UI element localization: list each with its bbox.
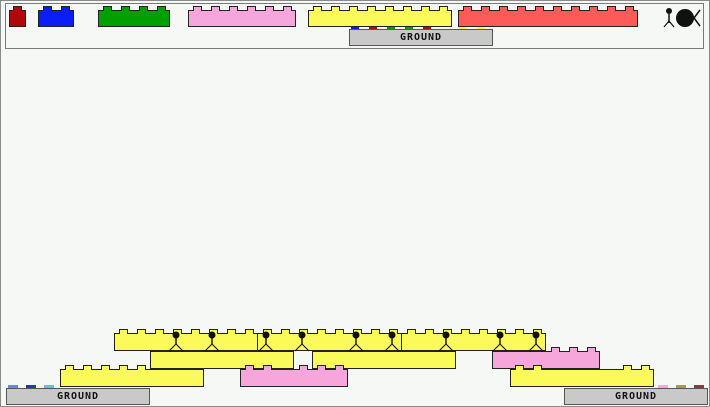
scene-brick-yellow[interactable] (150, 351, 294, 369)
stick-figure-icon[interactable] (348, 330, 364, 352)
scene-brick-pink[interactable] (492, 347, 600, 369)
ground-stud-strip-right (658, 385, 708, 388)
brick-stud (173, 329, 182, 334)
brick-stud (209, 329, 218, 334)
stick-figure-icon[interactable] (294, 330, 310, 352)
stick-figure-icon[interactable] (438, 330, 454, 352)
brick-stud (461, 329, 470, 334)
stick-figure-icon[interactable] (384, 330, 400, 352)
palette-stud-strip (351, 27, 491, 30)
brick-stud (389, 329, 398, 334)
palette-brick-blue[interactable] (38, 6, 74, 27)
brick-stud (281, 329, 290, 334)
brick-palette: GROUND (5, 3, 704, 49)
delete-x-icon[interactable] (686, 7, 702, 29)
scene-brick-yellow[interactable] (312, 351, 456, 369)
wheel-icon[interactable] (674, 7, 696, 29)
scene-brick-yellow[interactable] (114, 329, 546, 351)
stick-figure-icon[interactable] (204, 330, 220, 352)
scene-brick-yellow[interactable] (60, 365, 204, 387)
ground-block-right[interactable]: GROUND (564, 388, 708, 405)
stick-figure-icon[interactable] (492, 330, 508, 352)
brick-stud (407, 329, 416, 334)
brick-divider (401, 333, 402, 351)
brick-stud (191, 329, 200, 334)
stick-figure-icon[interactable] (168, 330, 184, 352)
brick-stud (263, 329, 272, 334)
brick-stud (479, 329, 488, 334)
brick-stud (443, 329, 452, 334)
stick-figure-icon[interactable] (528, 330, 544, 352)
ground-block-left[interactable]: GROUND (6, 388, 150, 405)
ground-stud-strip-left (8, 385, 68, 388)
brick-divider (257, 333, 258, 351)
brick-stud (425, 329, 434, 334)
brick-stud (353, 329, 362, 334)
stick-figure-icon[interactable] (258, 330, 274, 352)
brick-stud (227, 329, 236, 334)
brick-stud (137, 329, 146, 334)
palette-brick-red-long[interactable] (458, 6, 638, 27)
brick-stud (335, 329, 344, 334)
pin-figure-icon[interactable] (662, 7, 676, 29)
scene-brick-pink[interactable] (240, 365, 348, 387)
brick-stud (317, 329, 326, 334)
brick-stud (497, 329, 506, 334)
palette-ground-block[interactable]: GROUND (349, 29, 493, 46)
palette-brick-red[interactable] (9, 6, 26, 27)
brick-stud (119, 329, 128, 334)
brick-stud (155, 329, 164, 334)
brick-stud (515, 329, 524, 334)
brick-stud (245, 329, 254, 334)
brick-stud (533, 329, 542, 334)
palette-brick-yellow[interactable] (308, 6, 452, 27)
scene-brick-yellow[interactable] (510, 365, 654, 387)
brick-stud (299, 329, 308, 334)
palette-brick-green[interactable] (98, 6, 170, 27)
brick-stud (371, 329, 380, 334)
palette-brick-pink[interactable] (188, 6, 296, 27)
